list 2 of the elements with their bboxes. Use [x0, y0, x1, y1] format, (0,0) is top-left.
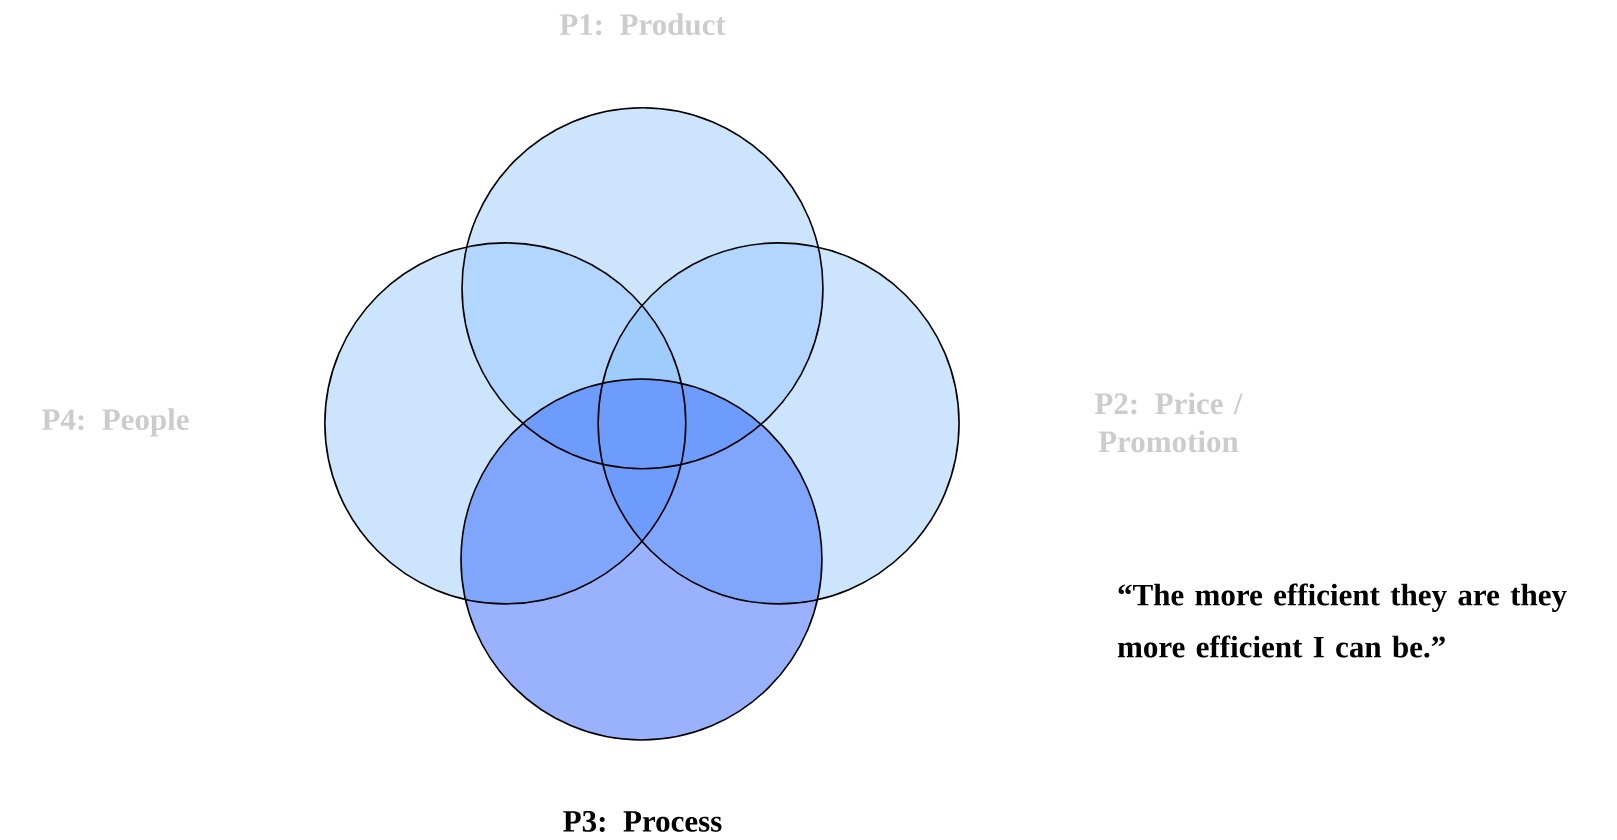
- circle-label: P3: Process: [563, 810, 722, 832]
- quote-text: “The more efficient they are they more efficient I can be.”: [1117, 583, 1567, 658]
